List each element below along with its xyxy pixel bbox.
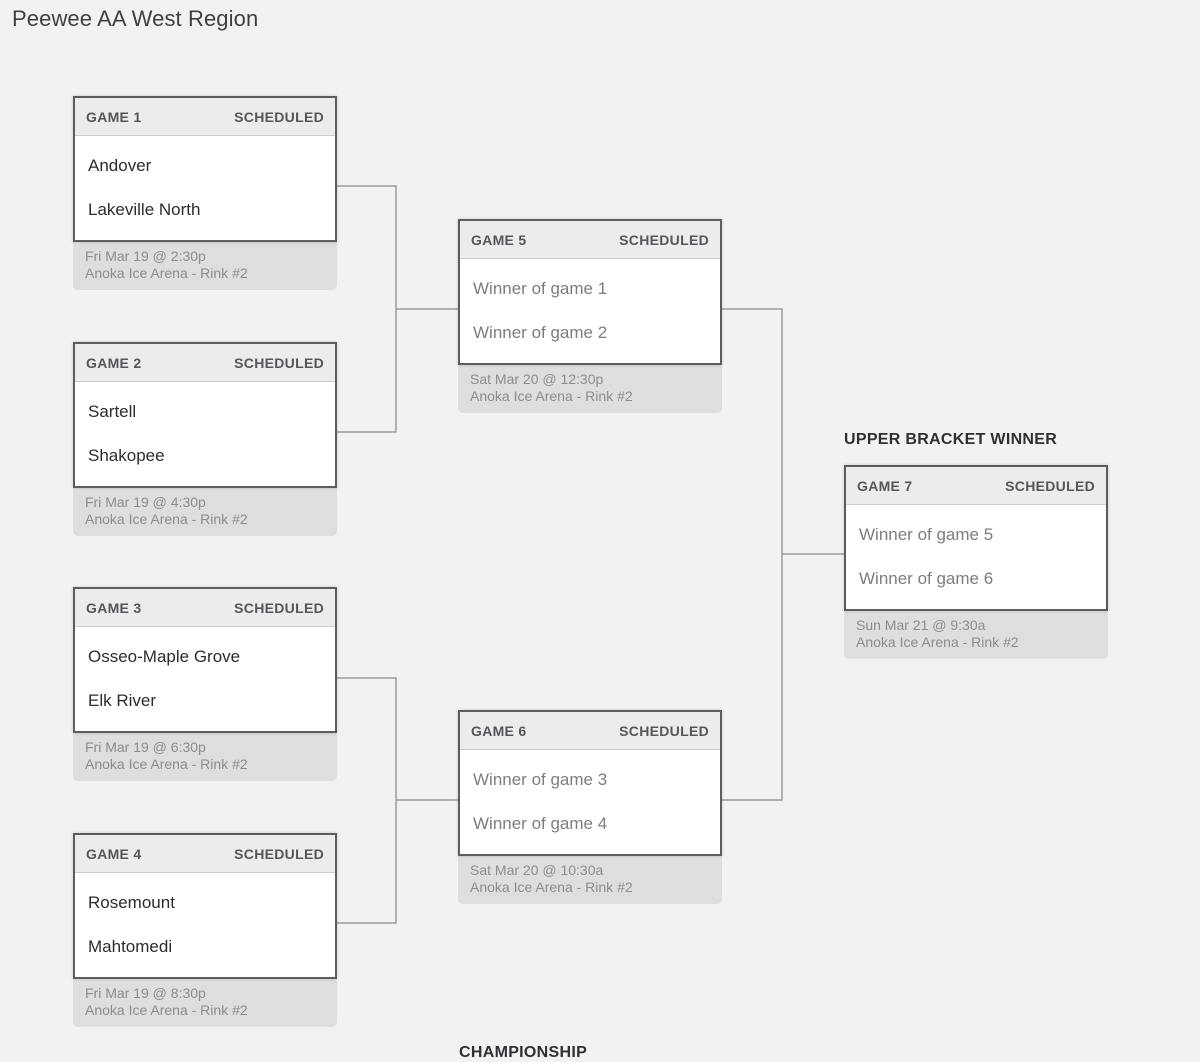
connector-game2-game5 <box>336 309 397 433</box>
team-list: Winner of game 5 Winner of game 6 <box>846 505 1106 609</box>
game-number: GAME 5 <box>471 231 527 248</box>
team-home[interactable]: Winner of game 5 <box>859 525 994 544</box>
game-3[interactable]: GAME 3 SCHEDULED Osseo-Maple Grove Elk R… <box>73 587 337 781</box>
team-away[interactable]: Shakopee <box>88 446 165 465</box>
team-away[interactable]: Lakeville North <box>88 200 201 219</box>
game-header: GAME 1 SCHEDULED <box>75 98 335 136</box>
game-status: SCHEDULED <box>234 845 324 862</box>
game-header: GAME 3 SCHEDULED <box>75 589 335 627</box>
game-card[interactable]: GAME 2 SCHEDULED Sartell Shakopee <box>73 342 337 488</box>
game-info: Fri Mar 19 @ 6:30p Anoka Ice Arena - Rin… <box>73 729 337 781</box>
game-2[interactable]: GAME 2 SCHEDULED Sartell Shakopee Fri Ma… <box>73 342 337 536</box>
game-date: Sat Mar 20 @ 12:30p <box>470 371 604 387</box>
connector-game3-game6 <box>336 677 397 800</box>
game-date: Fri Mar 19 @ 8:30p <box>85 985 206 1001</box>
game-status: SCHEDULED <box>234 108 324 125</box>
game-card[interactable]: GAME 5 SCHEDULED Winner of game 1 Winner… <box>458 219 722 365</box>
game-status: SCHEDULED <box>234 354 324 371</box>
team-away[interactable]: Elk River <box>88 691 157 710</box>
connector-game5-game7 <box>720 308 783 554</box>
connector-game1-game5 <box>336 185 397 309</box>
team-home[interactable]: Winner of game 1 <box>473 279 608 298</box>
game-venue: Anoka Ice Arena - Rink #2 <box>85 265 248 281</box>
game-date: Sun Mar 21 @ 9:30a <box>856 617 986 633</box>
game-number: GAME 2 <box>86 354 142 371</box>
game-card[interactable]: GAME 3 SCHEDULED Osseo-Maple Grove Elk R… <box>73 587 337 733</box>
game-date: Fri Mar 19 @ 2:30p <box>85 248 206 264</box>
game-header: GAME 5 SCHEDULED <box>460 221 720 259</box>
game-number: GAME 3 <box>86 599 142 616</box>
game-venue: Anoka Ice Arena - Rink #2 <box>856 634 1019 650</box>
game-card[interactable]: GAME 4 SCHEDULED Rosemount Mahtomedi <box>73 833 337 979</box>
game-6[interactable]: GAME 6 SCHEDULED Winner of game 3 Winner… <box>458 710 722 904</box>
game-card[interactable]: GAME 1 SCHEDULED Andover Lakeville North <box>73 96 337 242</box>
game-header: GAME 4 SCHEDULED <box>75 835 335 873</box>
game-info: Sun Mar 21 @ 9:30a Anoka Ice Arena - Rin… <box>844 607 1108 659</box>
game-venue: Anoka Ice Arena - Rink #2 <box>85 756 248 772</box>
game-venue: Anoka Ice Arena - Rink #2 <box>470 388 633 404</box>
game-status: SCHEDULED <box>234 599 324 616</box>
game-number: GAME 7 <box>857 477 913 494</box>
connector-game6-game7 <box>720 554 783 801</box>
game-header: GAME 7 SCHEDULED <box>846 467 1106 505</box>
team-home[interactable]: Winner of game 3 <box>473 770 608 789</box>
connector-game4-game6 <box>336 800 397 924</box>
game-number: GAME 4 <box>86 845 142 862</box>
page-title: Peewee AA West Region <box>12 6 259 31</box>
team-list: Osseo-Maple Grove Elk River <box>75 627 335 731</box>
game-venue: Anoka Ice Arena - Rink #2 <box>85 511 248 527</box>
team-away[interactable]: Winner of game 2 <box>473 323 608 342</box>
team-list: Winner of game 1 Winner of game 2 <box>460 259 720 363</box>
game-card[interactable]: GAME 7 SCHEDULED Winner of game 5 Winner… <box>844 465 1108 611</box>
team-home[interactable]: Sartell <box>88 402 137 421</box>
team-list: Sartell Shakopee <box>75 382 335 486</box>
upper-bracket-winner-label: UPPER BRACKET WINNER <box>844 431 1058 448</box>
game-number: GAME 6 <box>471 722 527 739</box>
game-info: Sat Mar 20 @ 10:30a Anoka Ice Arena - Ri… <box>458 852 722 904</box>
team-list: Winner of game 3 Winner of game 4 <box>460 750 720 854</box>
game-1[interactable]: GAME 1 SCHEDULED Andover Lakeville North… <box>73 96 337 290</box>
game-date: Fri Mar 19 @ 6:30p <box>85 739 206 755</box>
game-4[interactable]: GAME 4 SCHEDULED Rosemount Mahtomedi Fri… <box>73 833 337 1027</box>
game-card[interactable]: GAME 6 SCHEDULED Winner of game 3 Winner… <box>458 710 722 856</box>
team-list: Andover Lakeville North <box>75 136 335 240</box>
game-info: Sat Mar 20 @ 12:30p Anoka Ice Arena - Ri… <box>458 361 722 413</box>
game-7[interactable]: GAME 7 SCHEDULED Winner of game 5 Winner… <box>844 465 1108 659</box>
game-date: Sat Mar 20 @ 10:30a <box>470 862 604 878</box>
game-date: Fri Mar 19 @ 4:30p <box>85 494 206 510</box>
team-away[interactable]: Mahtomedi <box>88 937 173 956</box>
championship-label: CHAMPIONSHIP <box>459 1044 588 1061</box>
game-info: Fri Mar 19 @ 8:30p Anoka Ice Arena - Rin… <box>73 975 337 1027</box>
team-list: Rosemount Mahtomedi <box>75 873 335 977</box>
game-venue: Anoka Ice Arena - Rink #2 <box>470 879 633 895</box>
team-away[interactable]: Winner of game 4 <box>473 814 608 833</box>
team-away[interactable]: Winner of game 6 <box>859 569 994 588</box>
team-home[interactable]: Rosemount <box>88 893 175 912</box>
game-status: SCHEDULED <box>619 231 709 248</box>
game-header: GAME 2 SCHEDULED <box>75 344 335 382</box>
game-status: SCHEDULED <box>619 722 709 739</box>
game-venue: Anoka Ice Arena - Rink #2 <box>85 1002 248 1018</box>
team-home[interactable]: Andover <box>88 156 152 175</box>
game-info: Fri Mar 19 @ 4:30p Anoka Ice Arena - Rin… <box>73 484 337 536</box>
game-number: GAME 1 <box>86 108 142 125</box>
game-5[interactable]: GAME 5 SCHEDULED Winner of game 1 Winner… <box>458 219 722 413</box>
game-header: GAME 6 SCHEDULED <box>460 712 720 750</box>
game-info: Fri Mar 19 @ 2:30p Anoka Ice Arena - Rin… <box>73 238 337 290</box>
team-home[interactable]: Osseo-Maple Grove <box>88 647 241 666</box>
game-status: SCHEDULED <box>1005 477 1095 494</box>
